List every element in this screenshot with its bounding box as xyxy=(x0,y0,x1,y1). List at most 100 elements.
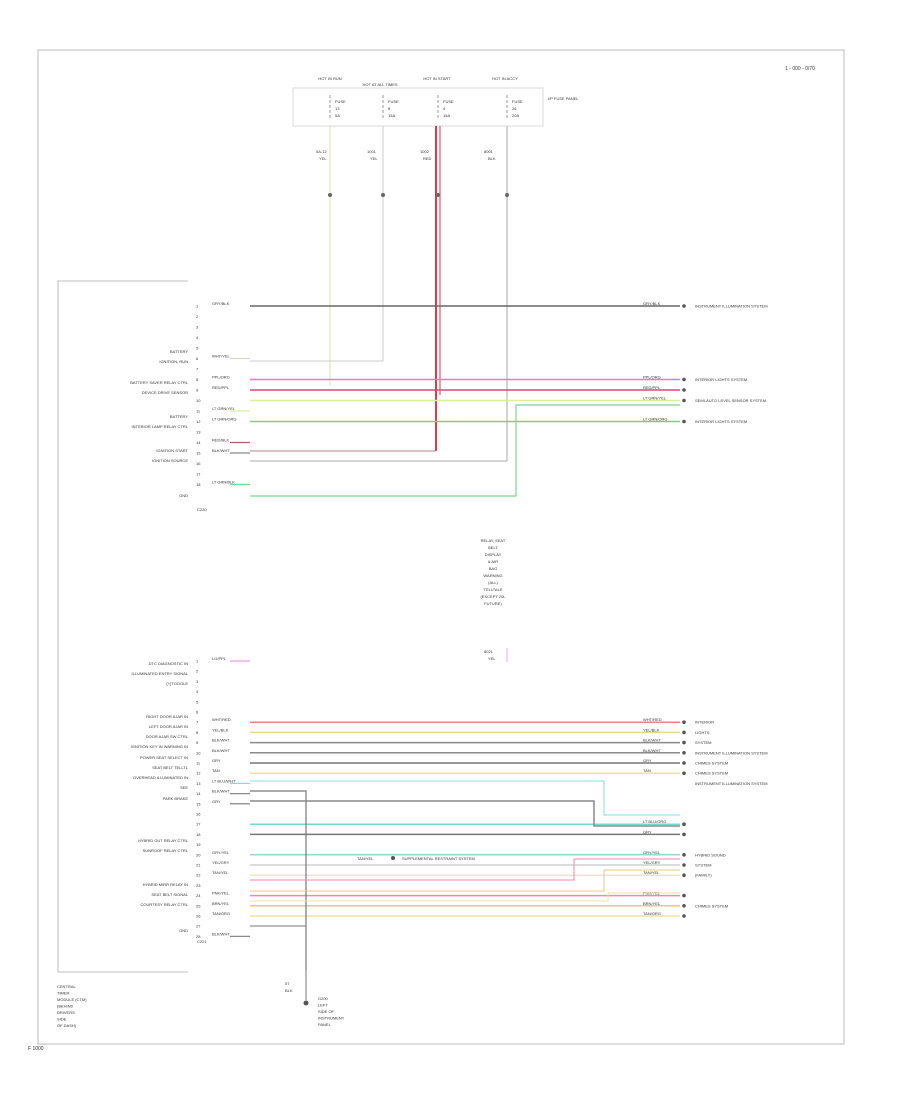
upper-pin-13: 13 xyxy=(196,430,201,435)
lower-pin-24: 24 xyxy=(196,893,201,898)
supplemental-branch: TAN/YEL SUPPLEMENTAL RESTRAINT SYSTEM xyxy=(357,856,475,861)
upper-pin-1-dest-wire: GRY/BLK xyxy=(643,301,661,306)
upper-side-label-4: DEVICE DRIVE SENSOR xyxy=(142,390,188,395)
center-drop-circuit: 8021 xyxy=(484,649,494,654)
upper-arrow-10 xyxy=(682,398,686,403)
upper-pin-5: 5 xyxy=(196,346,199,351)
ground-circuit: 57 xyxy=(285,981,290,986)
lower-pin-20-dest-wire: GRY/YEL xyxy=(643,850,661,855)
upper-pin-12-dest: INTERIOR LIGHTS SYSTEM xyxy=(695,419,747,424)
lower-side-label-2: ILLUMINATED ENTRY SIGNAL xyxy=(132,671,189,676)
lower-pin-11-dest: CHIMES SYSTEM xyxy=(695,761,728,766)
upper-pin-14-wire: RED/BLK xyxy=(212,438,229,443)
lower-arrow-24 xyxy=(682,893,686,898)
lower-side-labels: DTC DIAGNOSTIC IN ILLUMINATED ENTRY SIGNA… xyxy=(131,661,189,933)
lower-side-label-12: PARK BRAKE xyxy=(163,796,189,801)
lower-side-label-9: SEAT BELT TELLTL xyxy=(152,765,189,770)
lower-pin-22-dest: (FAMILY) xyxy=(695,873,712,878)
center-drop-color: YEL xyxy=(488,656,496,661)
lower-pin-20-dest: HYBRID SOUND xyxy=(695,852,726,857)
lower-pin-12-dest-wire: TAN xyxy=(643,768,651,773)
upper-pin-4: 4 xyxy=(196,335,199,340)
lower-pin-7: 7 xyxy=(196,720,199,725)
fuse-box: HOT IN RUN HOT AT ALL TIMES HOT IN START… xyxy=(292,76,579,161)
upper-pin-8-wire: PPL/ORG xyxy=(212,375,230,380)
lower-pin-10-dest-wire: BLK/WHT xyxy=(643,748,661,753)
center-note-line-7: (ALL) xyxy=(488,580,498,585)
route-ground xyxy=(250,925,307,1000)
ground-label-line-5: PANEL xyxy=(318,1022,332,1027)
upper-pin-1-wire: GRY/BLK xyxy=(212,301,230,306)
lower-side-label-13: HYBRID OUT RELAY CTRL xyxy=(138,838,189,843)
lower-arrow-12 xyxy=(682,771,686,775)
lower-side-label-7: IGNITION KEY IN WARNING IN xyxy=(131,744,188,749)
fuse-2-amp: 15A xyxy=(388,113,395,118)
upper-pin-11-wire: LT GRN/YEL xyxy=(212,406,236,411)
lower-pin-8: 8 xyxy=(196,730,199,735)
ground-label-line-3: SIDE OF xyxy=(318,1009,335,1014)
fuse-1-num: 13 xyxy=(335,106,340,111)
lower-arrow-25 xyxy=(682,904,686,908)
module-name-line-4: (BEHIND xyxy=(57,1004,74,1009)
lower-pin-6: 6 xyxy=(196,710,199,715)
lower-side-label-17: COURTESY RELAY CTRL xyxy=(141,902,189,907)
drop-1-color: YEL xyxy=(319,156,327,161)
lower-pin-7-dest-wire: WHT/RED xyxy=(643,717,662,722)
module-name-line-1: CENTRAL xyxy=(57,984,76,989)
module-name-line-7: OF DASH) xyxy=(57,1023,77,1028)
upper-pin-18-wire: LT GRN/BLK xyxy=(212,480,235,485)
lower-pin-18: 18 xyxy=(196,832,201,837)
lower-arrow-7 xyxy=(682,720,686,724)
center-note-line-1: RELAY, SEAT xyxy=(481,538,506,543)
center-note-line-10: FUTURE) xyxy=(484,601,502,606)
lower-side-label-16: SEAT BELT SIGNAL xyxy=(151,892,188,897)
route-blk-wht xyxy=(250,790,307,970)
upper-pin-17: 17 xyxy=(196,472,201,477)
lower-pin-11-dest-wire: GRY xyxy=(643,758,652,763)
lower-routing xyxy=(250,780,680,1000)
drop-2-circuit: 1001 xyxy=(367,149,377,154)
lower-pin-3: 3 xyxy=(196,679,199,684)
lower-pin-10-dest: INSTRUMENT ILLUMINATION SYSTEM xyxy=(695,750,768,755)
lower-side-label-18: GND xyxy=(179,928,188,933)
upper-pin-16: 16 xyxy=(196,461,201,466)
lower-side-label-1: DTC DIAGNOSTIC IN xyxy=(149,661,188,666)
lower-side-label-8: POWER SEAT SELECT IN xyxy=(140,755,188,760)
upper-pin-8-dest: INTERIOR LIGHTS SYSTEM xyxy=(695,377,747,382)
lower-pin-9-dest: SYSTEM xyxy=(695,740,711,745)
upper-connector-code: C220 xyxy=(197,507,207,512)
fuse-4: FUSE 26 20A xyxy=(506,95,523,120)
lower-pin-11: 11 xyxy=(196,761,201,766)
lower-pin-22-wire: TAN/YEL xyxy=(212,870,229,875)
lower-pin-14: 14 xyxy=(196,791,201,796)
fuse-2-num: 8 xyxy=(388,106,391,111)
lower-pin-8-dest: LIGHTS xyxy=(695,730,710,735)
lower-pin-12-dest: CHIMES SYSTEM xyxy=(695,771,728,776)
upper-pin-2: 2 xyxy=(196,314,199,319)
fuse-1: FUSE 13 5A xyxy=(329,95,346,120)
lower-pin-13-dest: INSTRUMENT ILLUMINATION SYSTEM xyxy=(695,781,768,786)
fuse-top-label-4: HOT IN ACCY xyxy=(492,76,518,81)
lower-pin-25-dest: CHIMES SYSTEM xyxy=(695,903,728,908)
lower-pin-11-wire: GRY xyxy=(212,758,221,763)
upper-arrow-12 xyxy=(682,419,686,424)
module-name-line-2: TIMER xyxy=(57,991,70,996)
lower-pin-25: 25 xyxy=(196,903,201,908)
splice-4 xyxy=(505,193,509,197)
lower-pin-7-dest: INTERIOR xyxy=(695,720,714,725)
drop-3-color: RED xyxy=(423,156,432,161)
lower-pin-9-dest-wire: BLK/WHT xyxy=(643,738,661,743)
module-outline xyxy=(57,280,188,973)
upper-pin-18: 18 xyxy=(196,482,201,487)
lower-pin-12-wire: TAN xyxy=(212,768,220,773)
lower-pin-8-wire: YEL/BLK xyxy=(212,727,229,732)
diagram-frame xyxy=(37,49,845,1045)
drop-2-color: YEL xyxy=(370,156,378,161)
lower-pin-1-wire: LG/PPL xyxy=(212,656,227,661)
center-note-line-8: TELLTALE xyxy=(484,587,503,592)
upper-pin-6: 6 xyxy=(196,356,199,361)
lower-side-label-14: SUNROOF RELAY CTRL xyxy=(143,848,189,853)
drop-1-circuit: 5A-12 xyxy=(316,149,327,154)
